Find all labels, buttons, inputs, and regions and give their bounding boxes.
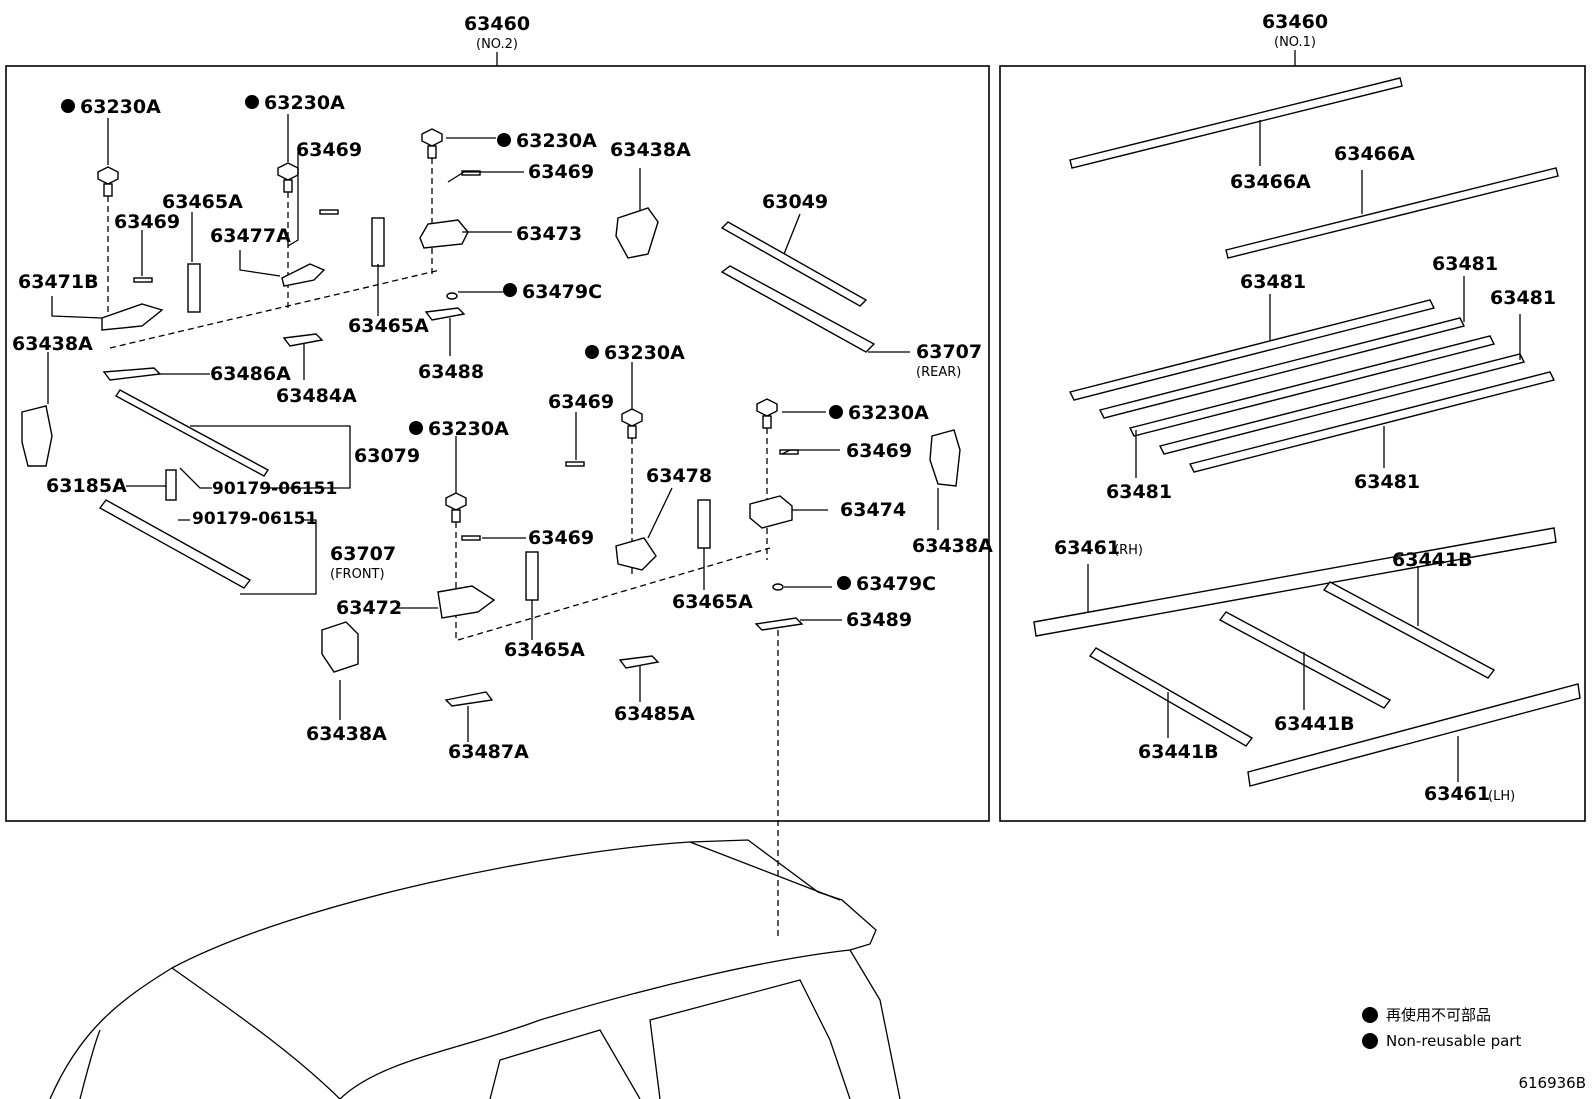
label-63185A: 63185A	[46, 475, 127, 497]
diagram-id: 616936B	[1518, 1074, 1586, 1092]
bracket-63473	[419, 219, 469, 249]
label-63465A: 63465A	[162, 191, 243, 213]
legend-dot-icon	[1362, 1033, 1378, 1049]
rail-63707-rear	[720, 265, 876, 353]
rail-63707-front	[98, 499, 252, 589]
label-63481: 63481	[1354, 471, 1420, 493]
slats-63481	[1068, 299, 1556, 473]
label-63472: 63472	[336, 597, 402, 619]
label-63230A: 63230A	[604, 342, 685, 364]
left-frame	[5, 65, 990, 822]
label-63438A: 63438A	[306, 723, 387, 745]
legend-en: Non-reusable part	[1386, 1032, 1521, 1050]
label-63230A: 63230A	[516, 130, 597, 152]
label-front: (FRONT)	[330, 567, 385, 582]
label-63465A: 63465A	[672, 591, 753, 613]
label-63465A: 63465A	[504, 639, 585, 661]
crossmember-63441B-1	[1088, 647, 1254, 747]
label-63481: 63481	[1432, 253, 1498, 275]
leader-lines	[47, 114, 1521, 782]
rail-63461-rh	[1033, 527, 1557, 637]
label-63466A: 63466A	[1230, 171, 1311, 193]
label-63481: 63481	[1490, 287, 1556, 309]
vehicle-outline	[49, 839, 901, 1099]
rail-63461-lh	[1247, 683, 1581, 787]
rail-63466A-lower	[1225, 167, 1559, 259]
bracket-63474	[749, 495, 793, 529]
label-63465A: 63465A	[348, 315, 429, 337]
label-lh: (LH)	[1488, 789, 1515, 804]
label-63707-rear: 63707	[916, 341, 982, 363]
label-63441B: 63441B	[1274, 713, 1355, 735]
label-63473: 63473	[516, 223, 582, 245]
label-90179-06151: 90179-06151	[192, 509, 317, 529]
label-63079: 63079	[354, 445, 420, 467]
label-63485A: 63485A	[614, 703, 695, 725]
label-rear: (REAR)	[916, 365, 961, 380]
label-63477A: 63477A	[210, 225, 291, 247]
label-63230A: 63230A	[848, 402, 929, 424]
bracket-63477A	[281, 263, 326, 287]
label-63486A: 63486A	[210, 363, 291, 385]
label-63469: 63469	[528, 161, 594, 183]
label-63466A: 63466A	[1334, 143, 1415, 165]
label-63469: 63469	[114, 211, 180, 233]
label-63484A: 63484A	[276, 385, 357, 407]
legend-jp: 再使用不可部品	[1386, 1006, 1491, 1024]
bracket-63472	[437, 585, 496, 619]
rail-63079	[114, 389, 270, 477]
rail-63049	[720, 221, 868, 307]
bracket-63471B	[101, 303, 164, 331]
label-63230A: 63230A	[264, 92, 345, 114]
label-63230A: 63230A	[428, 418, 509, 440]
label-63469: 63469	[548, 391, 614, 413]
crossmember-63441B-3	[1322, 581, 1496, 679]
crossmember-63441B-2	[1218, 611, 1392, 709]
label-90179-06151: 90179-06151	[212, 479, 337, 499]
label-63049: 63049	[762, 191, 828, 213]
label-63461-lh: 63461	[1424, 783, 1490, 805]
right-group-number: 63460	[1262, 11, 1328, 33]
bracket-63478	[615, 537, 657, 571]
right-group-sub: (NO.1)	[1274, 35, 1316, 50]
label-63487A: 63487A	[448, 741, 529, 763]
label-63481: 63481	[1240, 271, 1306, 293]
label-63471B: 63471B	[18, 271, 99, 293]
label-rh: (RH)	[1114, 543, 1143, 558]
label-63479C: 63479C	[522, 281, 602, 303]
label-63230A: 63230A	[80, 96, 161, 118]
label-63474: 63474	[840, 499, 906, 521]
label-63438A: 63438A	[12, 333, 93, 355]
label-63438A: 63438A	[912, 535, 993, 557]
label-63441B: 63441B	[1138, 741, 1219, 763]
label-63479C: 63479C	[856, 573, 936, 595]
label-63469: 63469	[528, 527, 594, 549]
label-63441B: 63441B	[1392, 549, 1473, 571]
label-63707-front: 63707	[330, 543, 396, 565]
label-63488: 63488	[418, 361, 484, 383]
label-63469: 63469	[846, 440, 912, 462]
legend-dot-icon	[1362, 1007, 1378, 1023]
label-63481: 63481	[1106, 481, 1172, 503]
left-group-sub: (NO.2)	[476, 37, 518, 52]
rail-63466A-top	[1069, 77, 1403, 169]
label-63461-rh: 63461	[1054, 537, 1120, 559]
label-63469: 63469	[296, 139, 362, 161]
left-group-number: 63460	[464, 13, 530, 35]
label-63489: 63489	[846, 609, 912, 631]
label-63478: 63478	[646, 465, 712, 487]
label-63438A: 63438A	[610, 139, 691, 161]
right-frame	[999, 65, 1586, 822]
non-reusable-dot-icon	[61, 95, 851, 590]
bolt-icon	[97, 128, 778, 523]
